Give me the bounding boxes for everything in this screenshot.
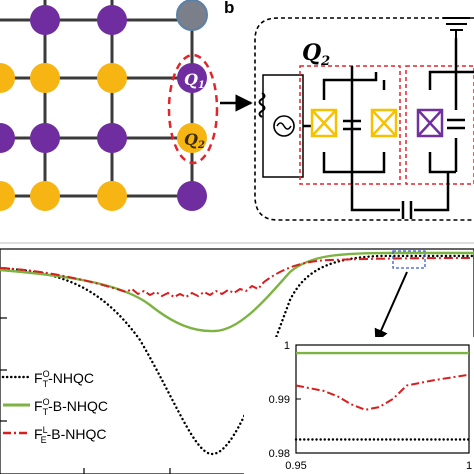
inset-x-tick-label: 0.95 — [285, 460, 306, 472]
circuit-q2-label: Q2 — [302, 40, 330, 69]
qubit-q2-dashed-box — [299, 65, 401, 185]
inset-y-tick-label: 1 — [284, 340, 290, 352]
qubit-node-q1 — [177, 63, 207, 93]
q1-label: Q1 — [184, 70, 205, 91]
qubit-node — [97, 63, 127, 93]
qubit-node — [97, 5, 127, 35]
josephson-junction-yellow-1 — [310, 108, 338, 138]
inset-y-tick-label: 0.98 — [269, 448, 290, 460]
qubit-node — [0, 181, 15, 211]
inset-series — [294, 351, 471, 441]
qubit-neighbor-dashed-box — [405, 65, 474, 185]
lattice-grid-lines — [0, 0, 194, 210]
inset-x-tick-labels: 0.95 1 — [285, 460, 472, 472]
series-curve-red — [0, 257, 474, 299]
qubit-node — [30, 5, 60, 35]
qubit-node — [176, 0, 208, 31]
inset-ticks — [295, 344, 470, 454]
qubit-node — [97, 181, 127, 211]
josephson-junction-purple — [416, 108, 444, 138]
inset-plot: 1 0.99 0.98 0.95 1 — [244, 337, 474, 474]
qubit-lattice: Q1 Q2 — [0, 0, 253, 211]
panel-b-letter: b — [224, 0, 234, 17]
circuit-dashed-frame — [254, 17, 474, 221]
qubit-node — [0, 123, 15, 153]
drive-source — [258, 74, 304, 178]
plot-axes-frame — [0, 248, 474, 474]
josephson-junction-yellow-2 — [370, 108, 398, 138]
q1-q2-dashed-ellipse — [167, 53, 219, 165]
qubit-node — [30, 181, 60, 211]
circuit-panel: b Q2 — [224, 0, 474, 221]
inductor-coil-icon — [258, 92, 266, 118]
inset-x-tick-label: 1 — [466, 460, 472, 472]
qubit-node — [30, 63, 60, 93]
inset-background — [244, 337, 474, 474]
series-curve-dotted — [0, 254, 474, 456]
ground-symbol — [443, 17, 470, 38]
qubit-node — [97, 123, 127, 153]
qubit-node — [30, 123, 60, 153]
zoom-pointer-arrow — [374, 271, 408, 344]
lattice-nodes — [0, 0, 208, 211]
inset-series-red — [295, 373, 470, 411]
capacitors — [343, 118, 465, 219]
inset-y-tick-labels: 1 0.99 0.98 — [269, 340, 290, 460]
q2-label: Q2 — [184, 130, 205, 151]
inset-y-tick-label: 0.99 — [269, 394, 290, 406]
zoom-region-box — [392, 250, 426, 269]
qubit-node — [0, 63, 15, 93]
qubit-node — [177, 181, 207, 211]
qubit-node-q2 — [177, 123, 207, 153]
